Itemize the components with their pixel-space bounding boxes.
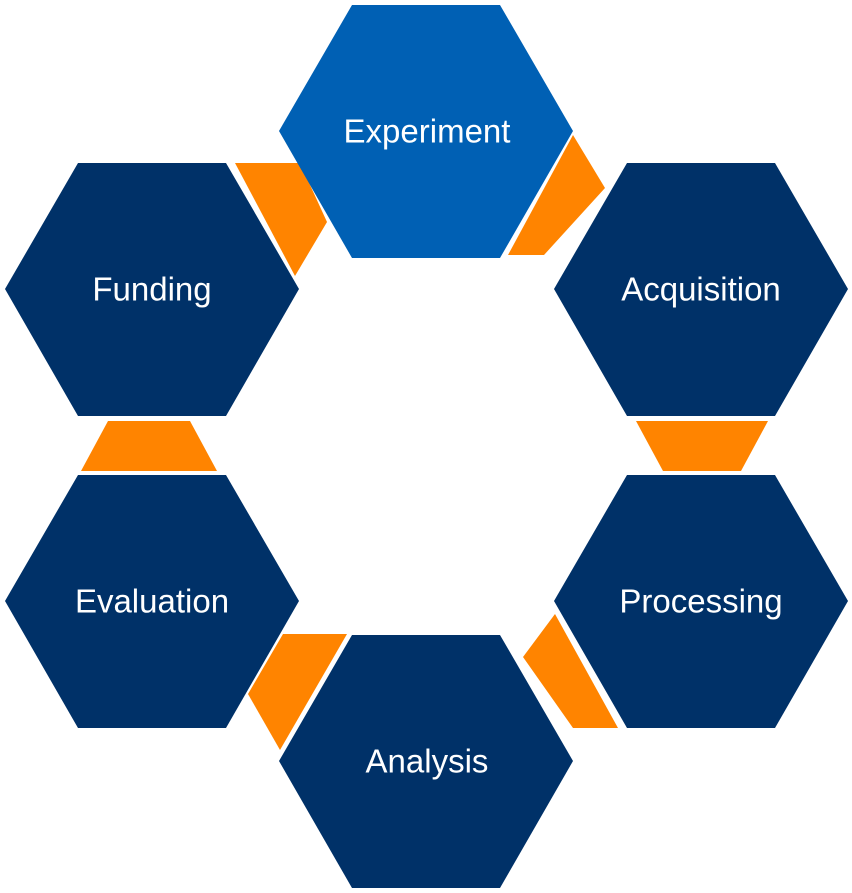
connector-acquisition-processing [636,421,768,471]
node-funding: Funding [5,163,299,416]
hexagon-funding [5,163,299,416]
node-label-acquisition: Acquisition [621,271,781,308]
connector-experiment-acquisition [508,135,605,255]
node-evaluation: Evaluation [5,475,299,728]
connector-evaluation-funding [81,421,217,471]
connector-processing-analysis [523,614,618,728]
connector-analysis-evaluation [248,634,347,750]
node-label-funding: Funding [92,271,211,308]
hexagon-acquisition [554,163,848,416]
node-label-experiment: Experiment [344,113,511,150]
node-experiment: Experiment [279,5,573,258]
node-label-analysis: Analysis [366,743,489,780]
hexagon-processing [554,475,848,728]
node-acquisition: Acquisition [554,163,848,416]
node-label-evaluation: Evaluation [75,583,229,620]
connectors [81,135,768,750]
hexagon-experiment [279,5,573,258]
node-processing: Processing [554,475,848,728]
hexagon-evaluation [5,475,299,728]
node-label-processing: Processing [619,583,782,620]
hexagon-analysis [279,635,573,888]
connector-funding-experiment [235,163,327,276]
node-analysis: Analysis [279,635,573,888]
